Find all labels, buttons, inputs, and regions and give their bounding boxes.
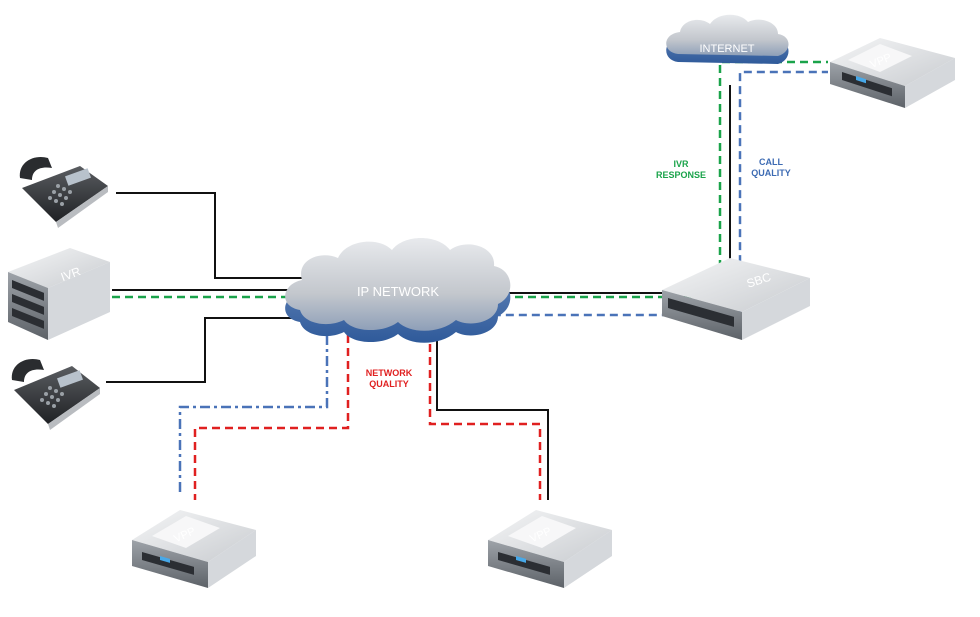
link-phone-bottom-to-ip-network <box>106 317 295 383</box>
internet-label: INTERNET <box>700 43 755 55</box>
vpp-bottom-right: VPP <box>488 510 612 588</box>
ip-network-label: IP NETWORK <box>357 284 439 299</box>
vpp-bottom-left: VPP <box>132 510 256 588</box>
vpp-top-right: VPP <box>830 38 955 108</box>
ip-phone-top <box>19 156 108 228</box>
ip-phone-bottom <box>11 358 100 430</box>
internet-cloud: INTERNET <box>666 14 789 64</box>
ivr-response-line2: RESPONSE <box>656 170 706 180</box>
annotation-call-quality: CALL QUALITY <box>751 157 791 178</box>
ip-network-cloud: IP NETWORK <box>285 238 511 343</box>
path-network-quality-left <box>193 322 350 500</box>
ivr-label: IVR <box>59 264 83 284</box>
annotation-ivr-response: IVR RESPONSE <box>656 159 706 180</box>
link-phone-top-to-ip-network <box>116 192 305 279</box>
network-quality-line2: QUALITY <box>369 379 409 389</box>
path-vpp-bottom-left-blue <box>178 335 329 495</box>
sbc-appliance: SBC <box>662 258 810 340</box>
annotation-network-quality: NETWORK QUALITY <box>366 368 413 389</box>
call-quality-line2: QUALITY <box>751 168 791 178</box>
call-quality-line1: CALL <box>759 157 783 167</box>
ivr-server: IVR <box>8 248 110 340</box>
ivr-response-line1: IVR <box>673 159 689 169</box>
link-ip-network-to-vpp-bottom-right <box>436 330 549 500</box>
network-quality-line1: NETWORK <box>366 368 413 378</box>
